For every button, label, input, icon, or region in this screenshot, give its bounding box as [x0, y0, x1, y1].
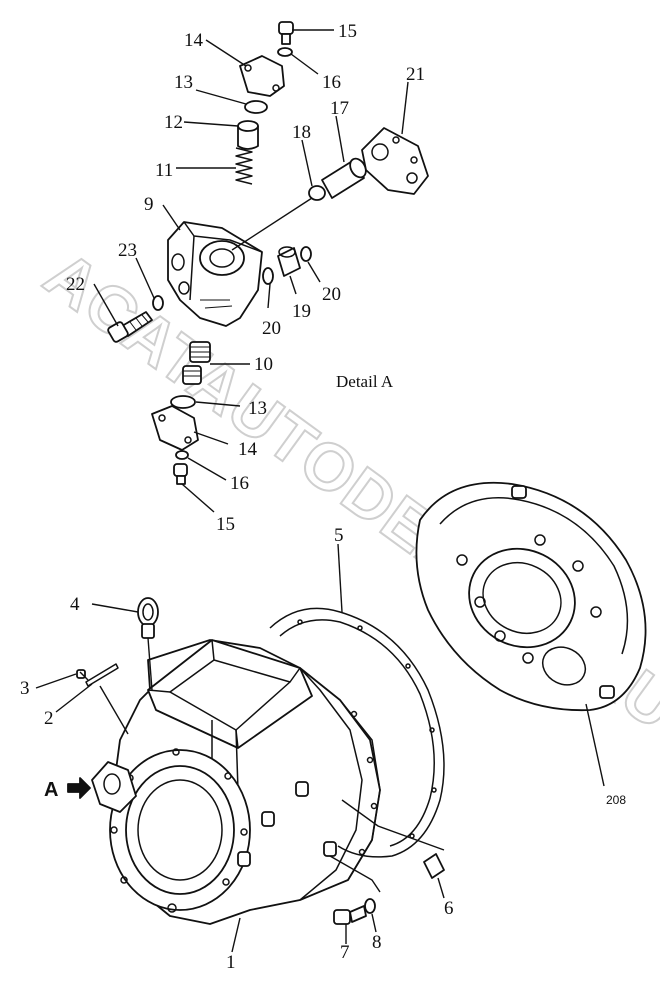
- callout-17: 17: [330, 98, 349, 119]
- callout-10: 10: [254, 354, 273, 375]
- callout-22: 22: [66, 274, 85, 295]
- callout-16-bottom: 16: [230, 473, 249, 494]
- dowel-pin-2: [85, 663, 119, 687]
- plate-208: [415, 481, 647, 712]
- callout-1: 1: [226, 952, 236, 973]
- callout-18: 18: [292, 122, 311, 143]
- bolt-3: [76, 669, 89, 681]
- callout-15-bottom: 15: [216, 514, 235, 535]
- gasket-21: [361, 127, 429, 195]
- callout-13-top: 13: [174, 72, 193, 93]
- washer-16-bottom: [175, 450, 189, 460]
- leader-lines: [35, 29, 605, 953]
- callout-15-top: 15: [338, 21, 357, 42]
- callout-8: 8: [372, 932, 382, 953]
- valve-body-9: [167, 221, 263, 327]
- detail-a-label: Detail A: [336, 372, 394, 391]
- gasket-5: [269, 607, 445, 858]
- washer-8: [364, 898, 376, 914]
- callout-5: 5: [334, 525, 344, 546]
- pipe-17: [321, 157, 367, 199]
- callout-3: 3: [20, 678, 30, 699]
- detail-a-valve-assembly: [107, 21, 429, 485]
- view-marker-a: A: [44, 779, 58, 801]
- bolt-22: [107, 311, 153, 343]
- callout-13-bottom: 13: [248, 398, 267, 419]
- eye-bolt-4: [137, 597, 159, 639]
- flywheel-housing-1: [91, 639, 381, 925]
- callout-16-top: 16: [322, 72, 341, 93]
- callout-14-top: 14: [184, 30, 204, 51]
- cover-14-bottom: [151, 405, 199, 451]
- sleeve-19: [277, 246, 301, 277]
- callout-4: 4: [70, 594, 80, 615]
- oring-18: [308, 185, 326, 201]
- oring-20-right: [300, 246, 312, 262]
- callout-12: 12: [164, 112, 183, 133]
- bolt-15-top: [278, 21, 294, 45]
- plug-10: [182, 341, 211, 385]
- page-ref-208: 208: [606, 793, 626, 807]
- piston-12: [237, 120, 259, 150]
- callout-labels: 15 14 16 21 13 17 12 18 11 9 23 22 20 19…: [20, 21, 626, 973]
- oring-13-top: [244, 100, 268, 114]
- callout-23: 23: [118, 240, 137, 261]
- washer-23: [152, 295, 164, 311]
- oring-13-bottom: [170, 395, 196, 409]
- callout-20-right: 20: [322, 284, 341, 305]
- bolt-7: [333, 905, 367, 925]
- callout-11: 11: [155, 160, 173, 181]
- callout-7: 7: [340, 942, 350, 963]
- callout-20-left: 20: [262, 318, 281, 339]
- callout-2: 2: [44, 708, 54, 729]
- callout-21: 21: [406, 64, 425, 85]
- spring-11: [235, 147, 253, 185]
- washer-16-top: [277, 47, 293, 57]
- oring-20-left: [262, 267, 274, 285]
- callout-14-bottom: 14: [238, 439, 258, 460]
- callout-9: 9: [144, 194, 154, 215]
- callout-19: 19: [292, 301, 311, 322]
- dowel-6: [423, 853, 445, 879]
- callout-6: 6: [444, 898, 454, 919]
- bolt-15-bottom: [173, 463, 188, 485]
